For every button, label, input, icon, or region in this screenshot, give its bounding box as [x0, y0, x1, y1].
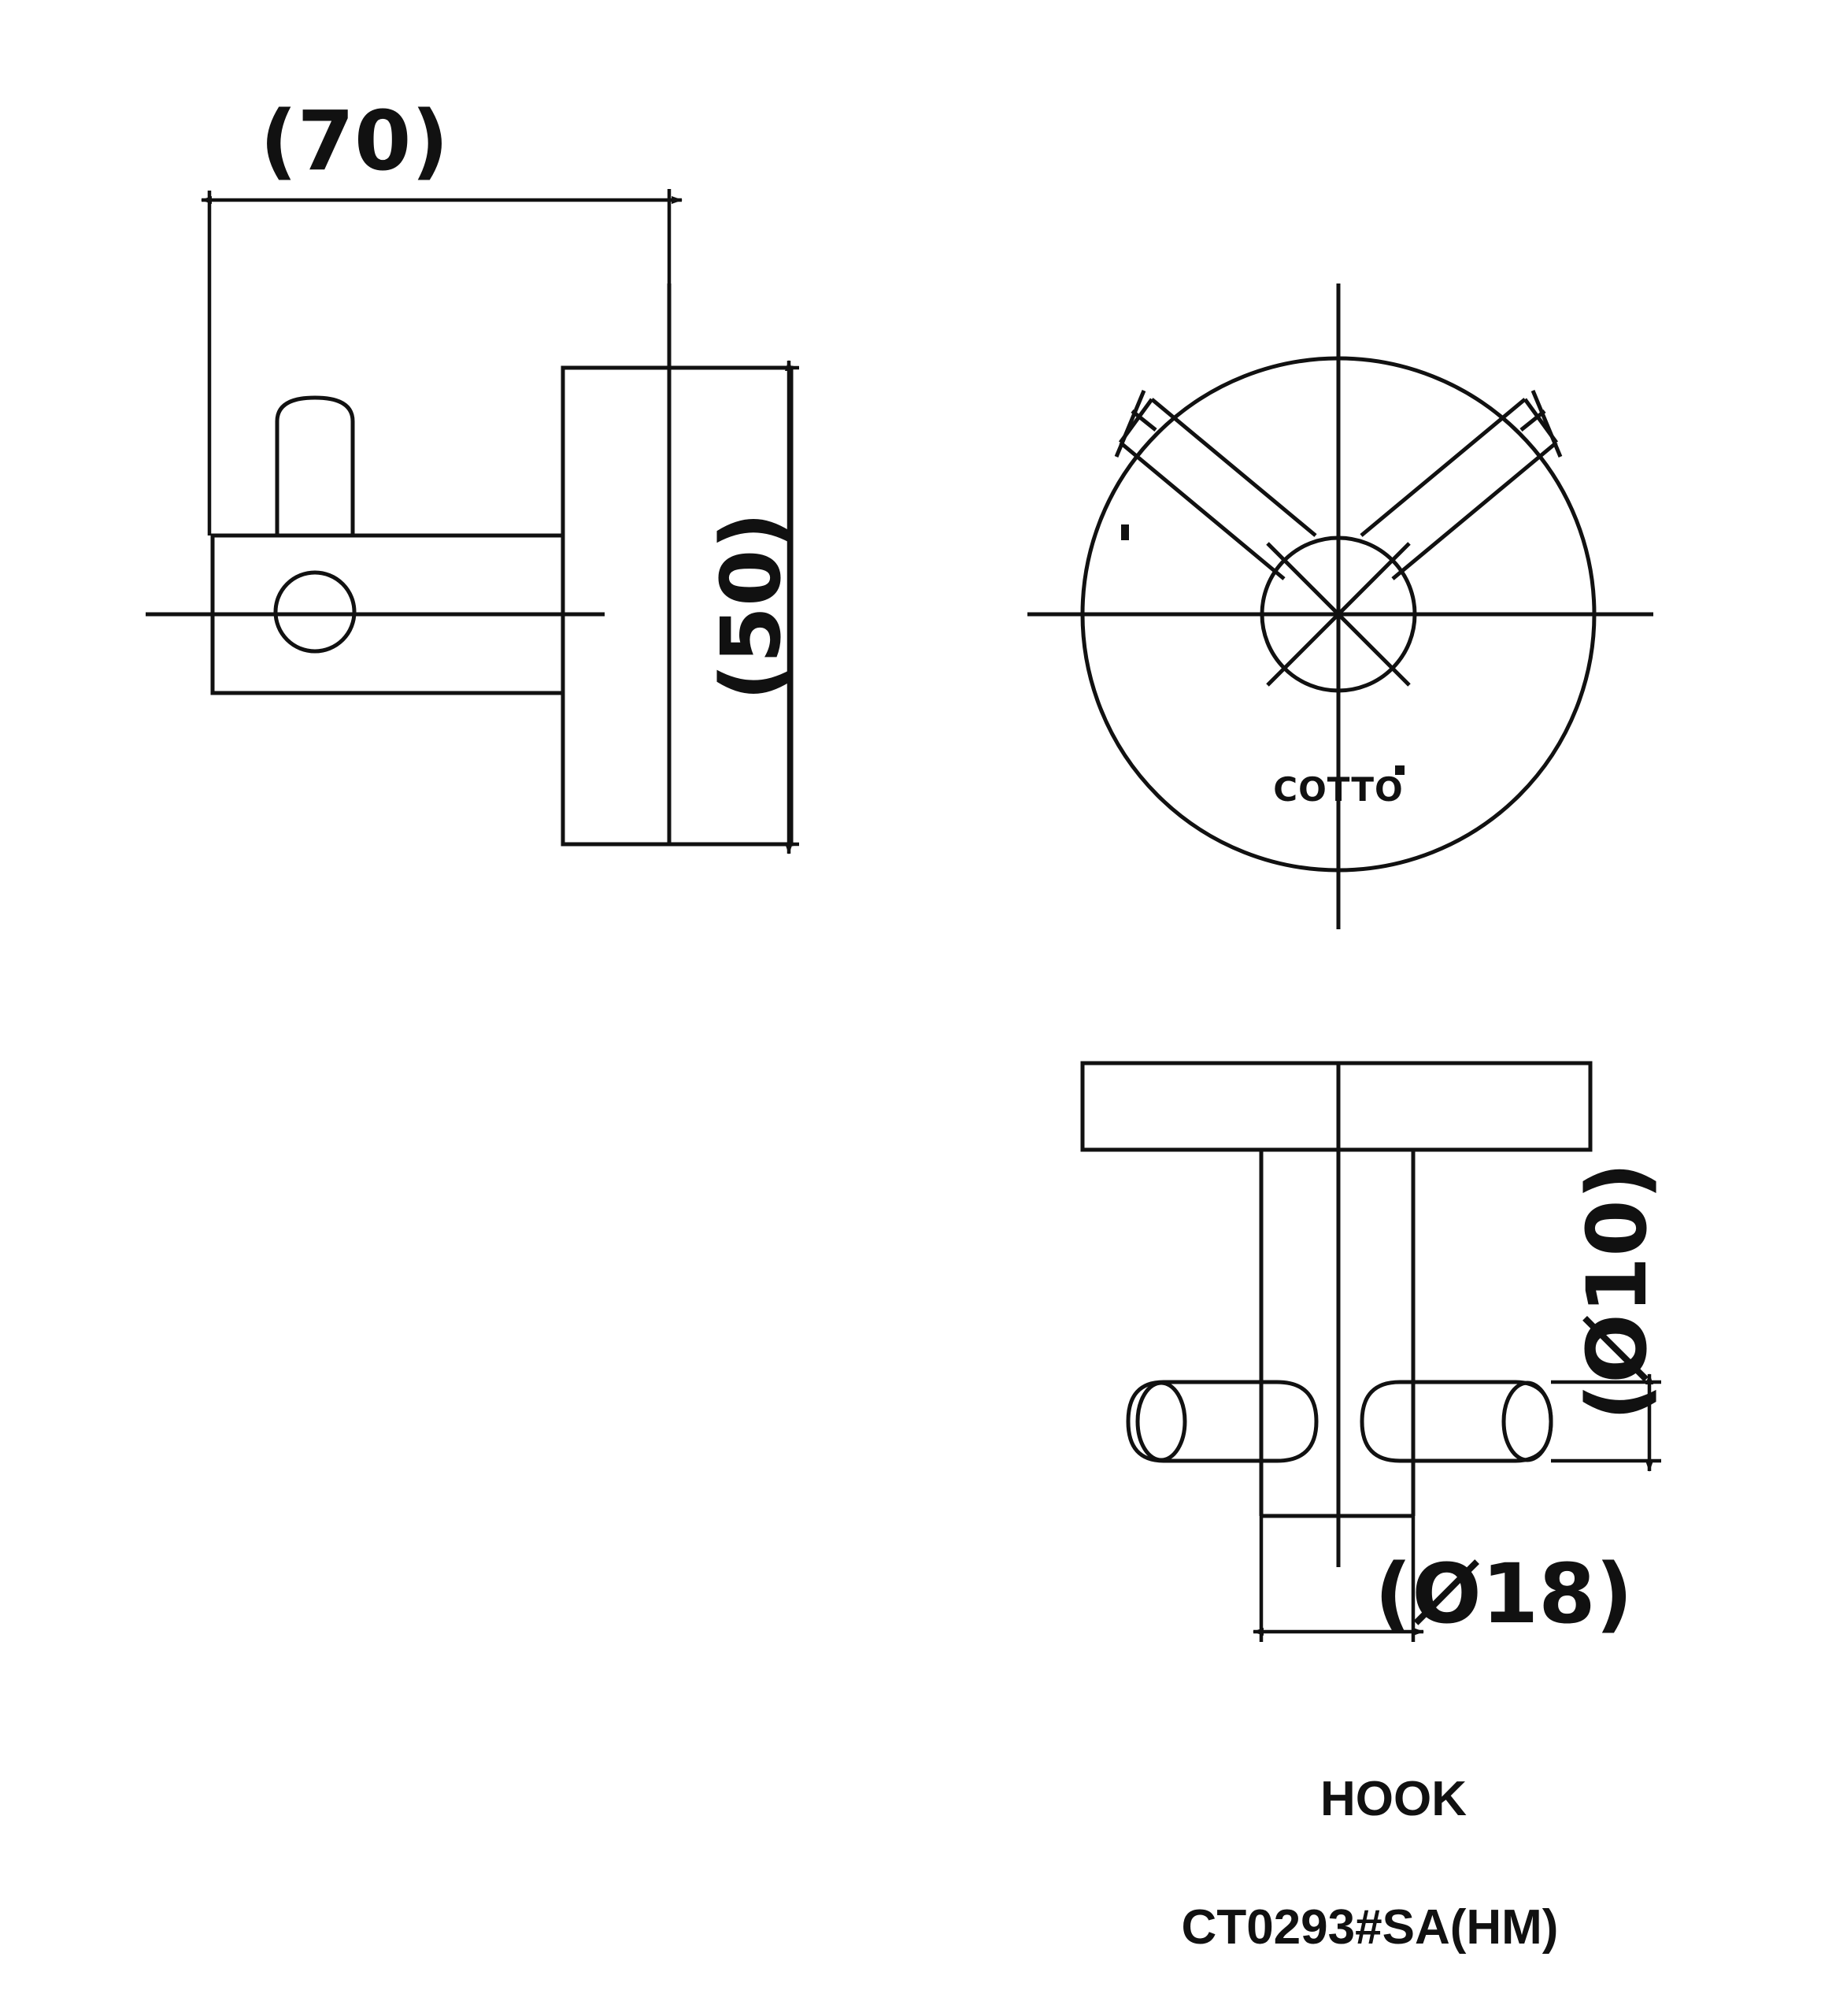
left-pin [1126, 1380, 1319, 1463]
pin-diameter-dimension: (Ø10) [1551, 1162, 1665, 1472]
width-dimension: (70) [201, 93, 683, 536]
width-label: (70) [260, 93, 449, 189]
stem-diameter-dimension: (Ø18) [1253, 1516, 1633, 1642]
upright-pin [275, 395, 355, 536]
stem-diameter-label: (Ø18) [1375, 1546, 1633, 1642]
top-view: (Ø10) (Ø18) [1080, 1061, 1665, 1642]
center-hub [1260, 536, 1417, 693]
index-mark [1121, 524, 1129, 540]
logo-text: COTTO [1273, 770, 1404, 809]
right-hook-arm [1360, 390, 1563, 580]
pin-diameter-label: (Ø10) [1569, 1162, 1665, 1421]
front-view: COTTO [1027, 284, 1653, 929]
height-dimension: (50) [703, 360, 799, 854]
right-pin [1360, 1380, 1553, 1463]
cotto-logo: COTTO [1273, 765, 1405, 809]
left-hook-arm [1114, 390, 1317, 580]
product-name: HOOK [1320, 1772, 1467, 1826]
title-block: HOOK CT0293#SA(HM) [1182, 1772, 1559, 1955]
height-label: (50) [703, 512, 799, 701]
side-view: (70) (50) [146, 93, 799, 854]
pin-end [273, 570, 357, 654]
model-number: CT0293#SA(HM) [1182, 1900, 1559, 1955]
